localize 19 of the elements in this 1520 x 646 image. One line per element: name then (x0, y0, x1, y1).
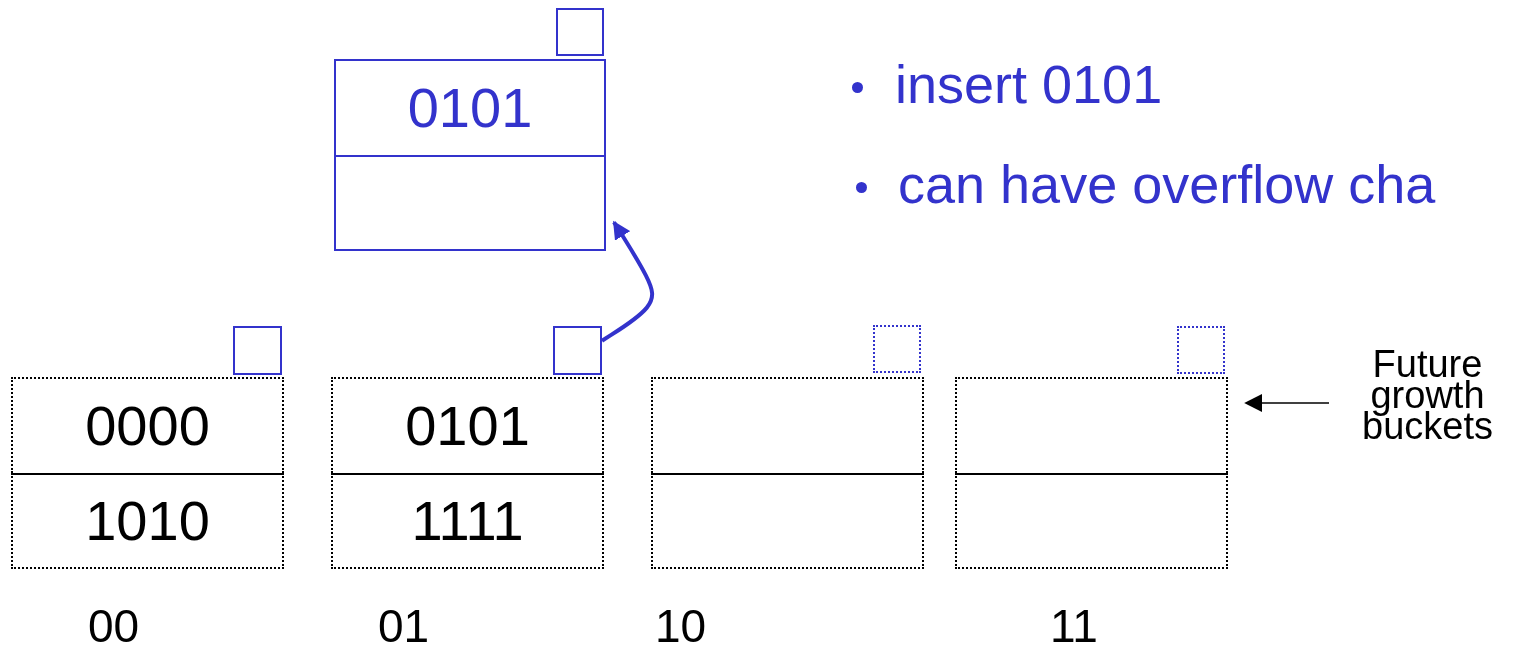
pointer-box (873, 325, 921, 373)
slot-value: 0101 (406, 80, 534, 136)
bullet-text: can have overflow cha (898, 157, 1436, 211)
bucket-index: 11 (1050, 603, 1098, 646)
arrow (600, 220, 655, 343)
bucket-index: 00 (88, 603, 140, 646)
arrow (1244, 394, 1330, 412)
bullet-text: insert 0101 (895, 57, 1163, 111)
slot-value: 1111 (410, 493, 525, 549)
annotation-text: Future growth buckets (1361, 349, 1494, 443)
slot-value: 0000 (84, 398, 211, 454)
pointer-box (233, 326, 282, 375)
bucket-index: 01 (378, 603, 430, 646)
pointer-box (553, 326, 602, 375)
slot-value: 0101 (404, 398, 531, 454)
pointer-box (556, 8, 604, 56)
slot-value: 1010 (84, 493, 211, 549)
pointer-box (1177, 326, 1225, 374)
bucket-index: 10 (655, 603, 707, 646)
